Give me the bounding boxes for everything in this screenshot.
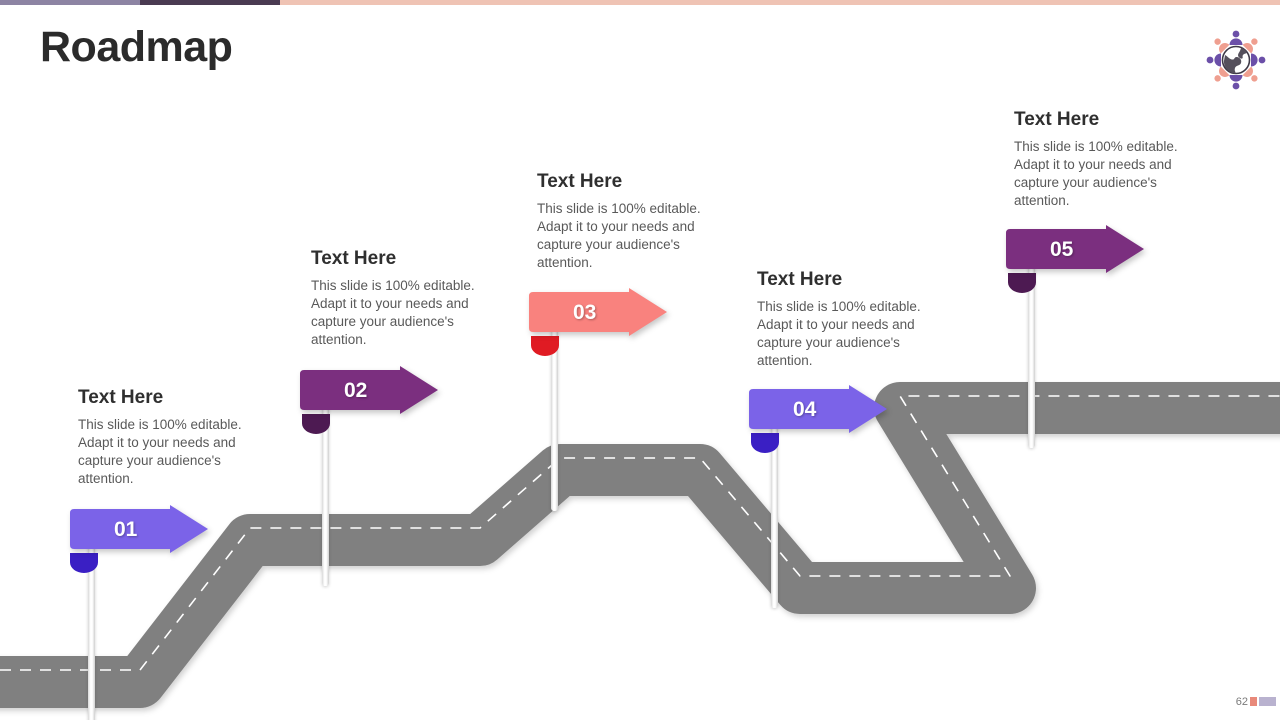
milestone-body-03: This slide is 100% editable. Adapt it to…: [537, 200, 701, 270]
page-title: Roadmap: [40, 23, 233, 71]
milestone-heading-03: Text Here: [537, 171, 623, 192]
milestone-text-04: Text Here This slide is 100% editable. A…: [757, 269, 933, 370]
top-accent-bar: [0, 0, 1280, 5]
milestone-heading-05: Text Here: [1014, 109, 1100, 130]
page-number-accent-bars: [1250, 697, 1276, 706]
accent-segment-peach: [280, 0, 1280, 5]
milestone-text-01: Text Here This slide is 100% editable. A…: [78, 387, 254, 488]
page-accent-bar-purple: [1259, 697, 1276, 706]
flag-banner-01[interactable]: [66, 505, 212, 565]
milestone-text-03: Text Here This slide is 100% editable. A…: [537, 171, 713, 272]
milestone-heading-02: Text Here: [311, 248, 397, 269]
milestone-body-01: This slide is 100% editable. Adapt it to…: [78, 416, 242, 486]
milestone-heading-04: Text Here: [757, 269, 843, 290]
globe-people-logo-icon: [1200, 24, 1272, 96]
flag-fold-05: [1008, 273, 1036, 293]
milestone-body-05: This slide is 100% editable. Adapt it to…: [1014, 138, 1178, 208]
page-accent-bar-salmon: [1250, 697, 1257, 706]
flag-pole-03: [551, 328, 558, 511]
milestone-text-02: Text Here This slide is 100% editable. A…: [311, 248, 487, 349]
flag-banner-02[interactable]: [296, 366, 442, 426]
flag-banner-04[interactable]: [745, 385, 891, 445]
accent-segment-dark-purple: [140, 0, 280, 5]
milestone-heading-01: Text Here: [78, 387, 164, 408]
accent-segment-light-purple: [0, 0, 140, 5]
milestone-text-05: Text Here This slide is 100% editable. A…: [1014, 109, 1190, 210]
milestone-body-02: This slide is 100% editable. Adapt it to…: [311, 277, 475, 347]
flag-banner-03[interactable]: [525, 288, 671, 348]
page-number: 62: [1235, 696, 1248, 708]
flag-pole-02: [322, 406, 329, 586]
flag-pole-04: [771, 425, 778, 608]
flag-banner-05[interactable]: [1002, 225, 1148, 285]
flag-pole-05: [1028, 265, 1035, 448]
flag-fold-03: [531, 336, 559, 356]
milestone-body-04: This slide is 100% editable. Adapt it to…: [757, 298, 921, 368]
